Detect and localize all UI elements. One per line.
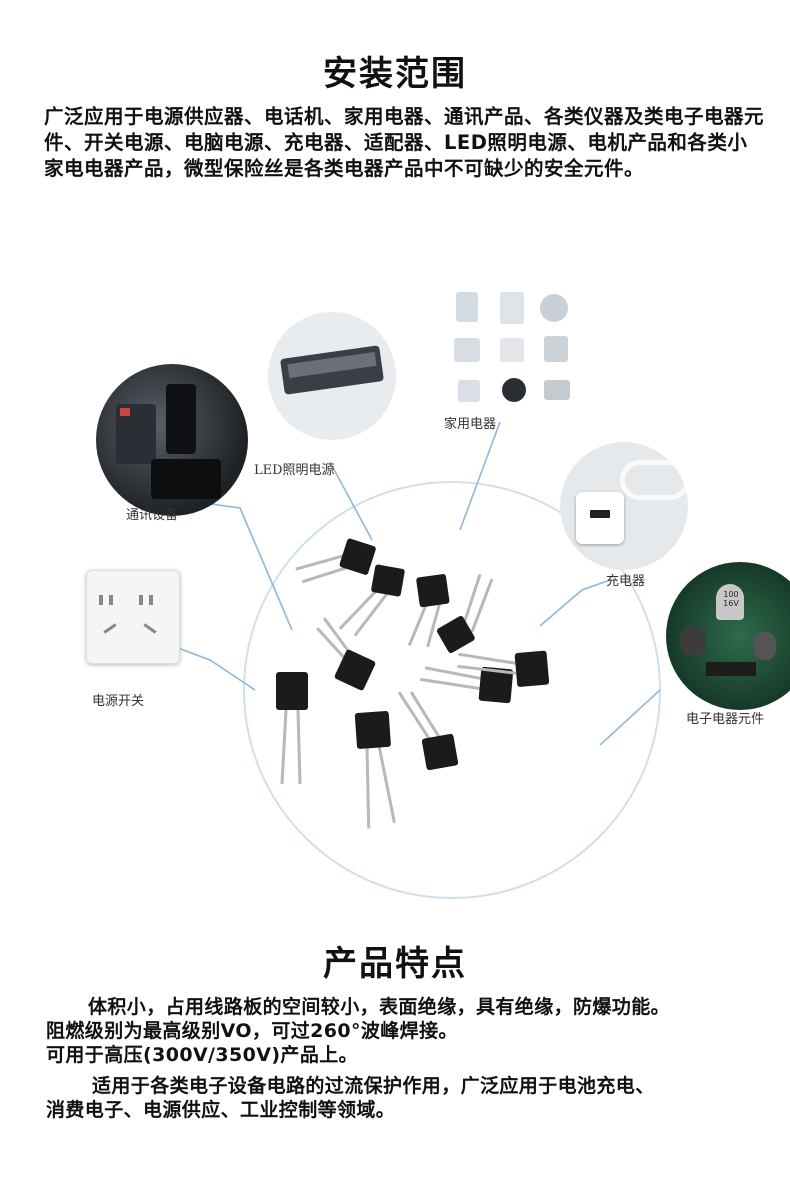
section-installation-title: 安装范围 [323,54,467,94]
led-power-supply-image [268,312,396,440]
application-diagram: 通讯设备 LED照明电源 家用电器 充电器 电源开关 100 16V [0,240,790,920]
diagram-graphic [177,421,661,899]
feature-line-5: 消费电子、电源供应、工业控制等领域。 [46,1099,396,1121]
feature-line-4: 适用于各类电子设备电路的过流保护作用，广泛应用于电池充电、 [92,1075,655,1097]
capacitor-label: 100 16V [723,590,739,608]
label-electronic-components: 电子电器元件 [686,712,765,727]
label-led-power-supply: LED照明电源 [254,463,335,478]
home-appliances-image [444,292,580,410]
fuse-group [276,538,550,829]
charger-image [560,442,688,570]
features-block-2: 适用于各类电子设备电路的过流保护作用，广泛应用于电池充电、 消费电子、电源供应、… [46,1074,786,1122]
label-charger: 充电器 [606,574,646,589]
feature-line-2: 阻燃级别为最高级别VO，可过260°波峰焊接。 [46,1020,458,1042]
label-communication-equipment: 通讯设备 [126,508,179,523]
communication-equipment-image [96,364,248,516]
electronic-components-image: 100 16V [666,562,790,710]
power-switch-image [86,570,180,664]
label-power-switch: 电源开关 [92,694,145,709]
section-features-title: 产品特点 [323,944,467,984]
installation-paragraph: 广泛应用于电源供应器、电话机、家用电器、通讯产品、各类仪器及类电子电器元件、开关… [44,105,765,180]
feature-line-3: 可用于高压(300V/350V)产品上。 [46,1044,359,1066]
connector-lines [177,421,661,746]
label-home-appliances: 家用电器 [444,417,497,432]
feature-line-1: 体积小，占用线路板的空间较小，表面绝缘，具有绝缘，防爆功能。 [88,996,671,1018]
features-block-1: 体积小，占用线路板的空间较小，表面绝缘，具有绝缘，防爆功能。 阻燃级别为最高级别… [46,995,786,1067]
